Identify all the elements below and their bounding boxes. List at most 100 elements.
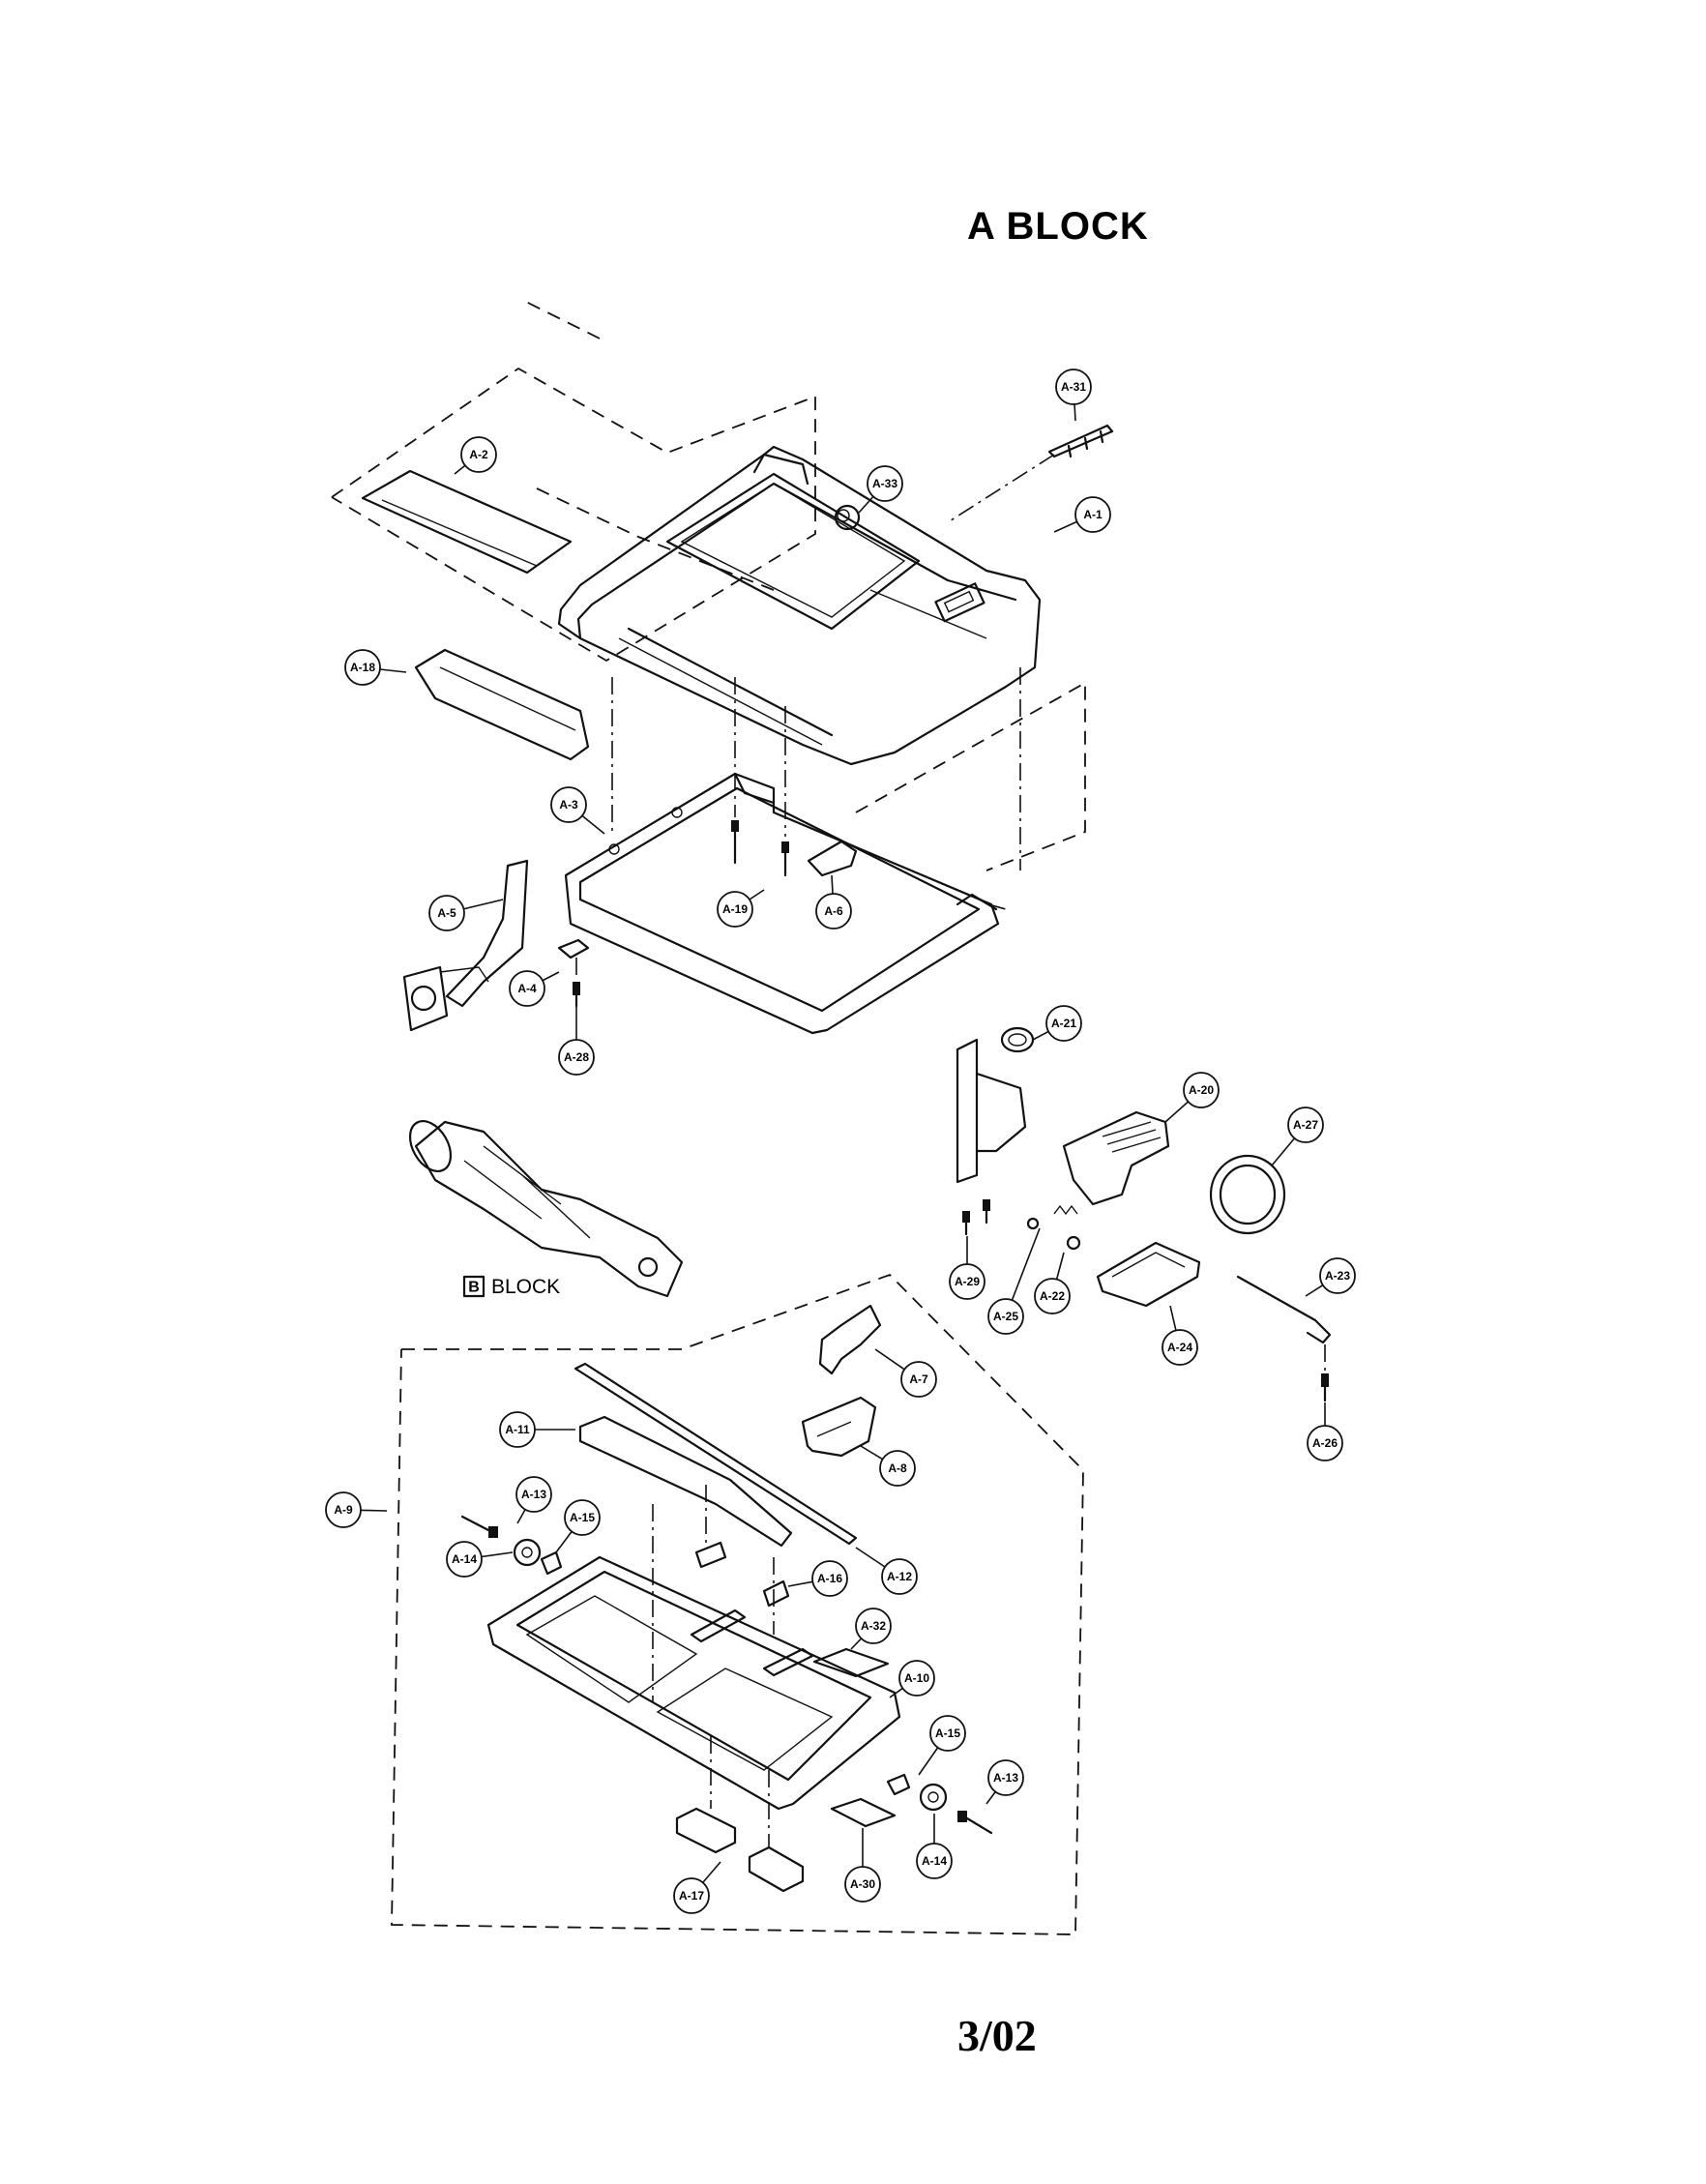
callout-leader-line [855, 1547, 886, 1568]
callout-a-18: A-18 [344, 649, 407, 686]
callout-label: A-30 [850, 1877, 875, 1891]
part-belt [1209, 1154, 1286, 1235]
callout-label: A-24 [1167, 1341, 1192, 1354]
callout-circle [499, 1411, 536, 1448]
callout-label: A-1 [1083, 508, 1103, 521]
callout-a-17: A-17 [673, 1861, 721, 1914]
callout-leader-line [379, 668, 407, 673]
part-light-cover [947, 424, 1114, 523]
callout-leader-line [918, 1747, 939, 1776]
callout-a-31: A-31 [1055, 369, 1092, 422]
callout-a-6: A-6 [815, 874, 852, 930]
callout-a-14b: A-14 [916, 1814, 953, 1879]
b-block-letter: B [468, 1280, 480, 1296]
callout-label: A-6 [824, 904, 843, 918]
callout-leader-line [1271, 1137, 1296, 1166]
callout-leader-line [555, 1530, 573, 1553]
callout-leader-line [702, 1861, 721, 1883]
callout-a-15a: A-15 [555, 1499, 601, 1553]
callout-a-15b: A-15 [918, 1715, 966, 1776]
callout-label: A-25 [993, 1310, 1018, 1323]
callout-leader-line [787, 1580, 813, 1587]
callout-a-1: A-1 [1053, 496, 1111, 533]
callout-label: A-17 [679, 1889, 704, 1903]
diagram-title: A BLOCK [967, 205, 1149, 248]
part-pad-upper [812, 1647, 890, 1678]
assembly-axis-lines [652, 667, 1021, 1847]
callout-circle [867, 465, 903, 502]
callout-circle [881, 1558, 918, 1595]
callout-label: A-7 [909, 1372, 928, 1386]
callout-leader-line [1032, 1030, 1049, 1041]
part-knob [834, 504, 861, 531]
callout-circle [898, 1660, 935, 1697]
callout-a-24: A-24 [1162, 1305, 1198, 1366]
callout-circle [1034, 1278, 1071, 1314]
callout-circle [344, 649, 381, 686]
part-clip [807, 840, 858, 877]
callout-leader-line [581, 814, 605, 835]
callout-circle [428, 895, 465, 931]
callout-a-12: A-12 [855, 1547, 918, 1595]
callout-a-28: A-28 [558, 1006, 595, 1076]
callout-label: A-13 [521, 1488, 546, 1501]
lower-dashed-envelope [391, 1273, 1084, 1935]
part-wheel-right [886, 1773, 993, 1835]
callout-leader-line [1169, 1305, 1177, 1331]
callout-circle [879, 1450, 916, 1487]
callout-leader-line [1305, 1284, 1324, 1297]
callout-circle [558, 1039, 595, 1076]
part-bumper-strip [414, 648, 590, 761]
callout-leader-line [889, 1687, 903, 1698]
callout-label: A-20 [1189, 1083, 1214, 1097]
b-block-label: BLOCK [491, 1276, 560, 1298]
callout-circle [1319, 1257, 1356, 1294]
callout-circle [460, 436, 497, 473]
part-pad-lower [830, 1797, 897, 1828]
part-base-frame [564, 772, 1000, 1035]
callout-leader-line [360, 1509, 388, 1512]
callout-circle [855, 1608, 892, 1644]
callout-circle [550, 786, 587, 823]
b-block-box [462, 1275, 485, 1298]
callout-leader-line [874, 1348, 905, 1371]
callout-circle [987, 1298, 1024, 1335]
callout-label: A-28 [564, 1050, 589, 1064]
callout-a-30: A-30 [844, 1828, 881, 1903]
callout-circle [900, 1361, 937, 1398]
callout-label: A-13 [993, 1771, 1018, 1785]
part-upper-bracket [818, 1304, 882, 1375]
callout-label: A-18 [350, 661, 375, 674]
callout-label: A-32 [861, 1619, 886, 1633]
callout-leader-line [860, 1445, 884, 1461]
callout-label: A-11 [505, 1423, 530, 1436]
callout-circle [811, 1560, 848, 1597]
callout-a-32: A-32 [850, 1608, 892, 1650]
part-label-plate [361, 469, 573, 575]
callout-leader-line [749, 889, 765, 900]
part-screws-long [611, 677, 789, 877]
callout-leader-line [985, 1790, 996, 1805]
callout-label: A-8 [888, 1461, 907, 1475]
callout-label: A-29 [955, 1275, 980, 1288]
callout-leader-line [1164, 1101, 1190, 1123]
callout-circle [987, 1759, 1024, 1796]
callout-label: A-27 [1293, 1118, 1318, 1132]
callout-a-11: A-11 [499, 1411, 575, 1448]
callout-label: A-4 [517, 982, 537, 995]
callout-circle [1162, 1329, 1198, 1366]
callout-label: A-10 [904, 1671, 929, 1685]
callout-label: A-22 [1040, 1289, 1065, 1303]
callout-a-2: A-2 [454, 436, 497, 475]
callout-circle [844, 1866, 881, 1903]
callout-a-23: A-23 [1305, 1257, 1356, 1297]
callout-circle [717, 891, 753, 928]
callout-label: A-21 [1051, 1017, 1076, 1030]
callout-leader-line [858, 495, 874, 514]
callout-a-19: A-19 [717, 889, 765, 928]
callout-circle [949, 1263, 985, 1300]
callout-circle [1074, 496, 1111, 533]
callout-label: A-3 [559, 798, 578, 812]
callout-a-25: A-25 [987, 1227, 1041, 1335]
callout-label: A-33 [872, 477, 897, 490]
